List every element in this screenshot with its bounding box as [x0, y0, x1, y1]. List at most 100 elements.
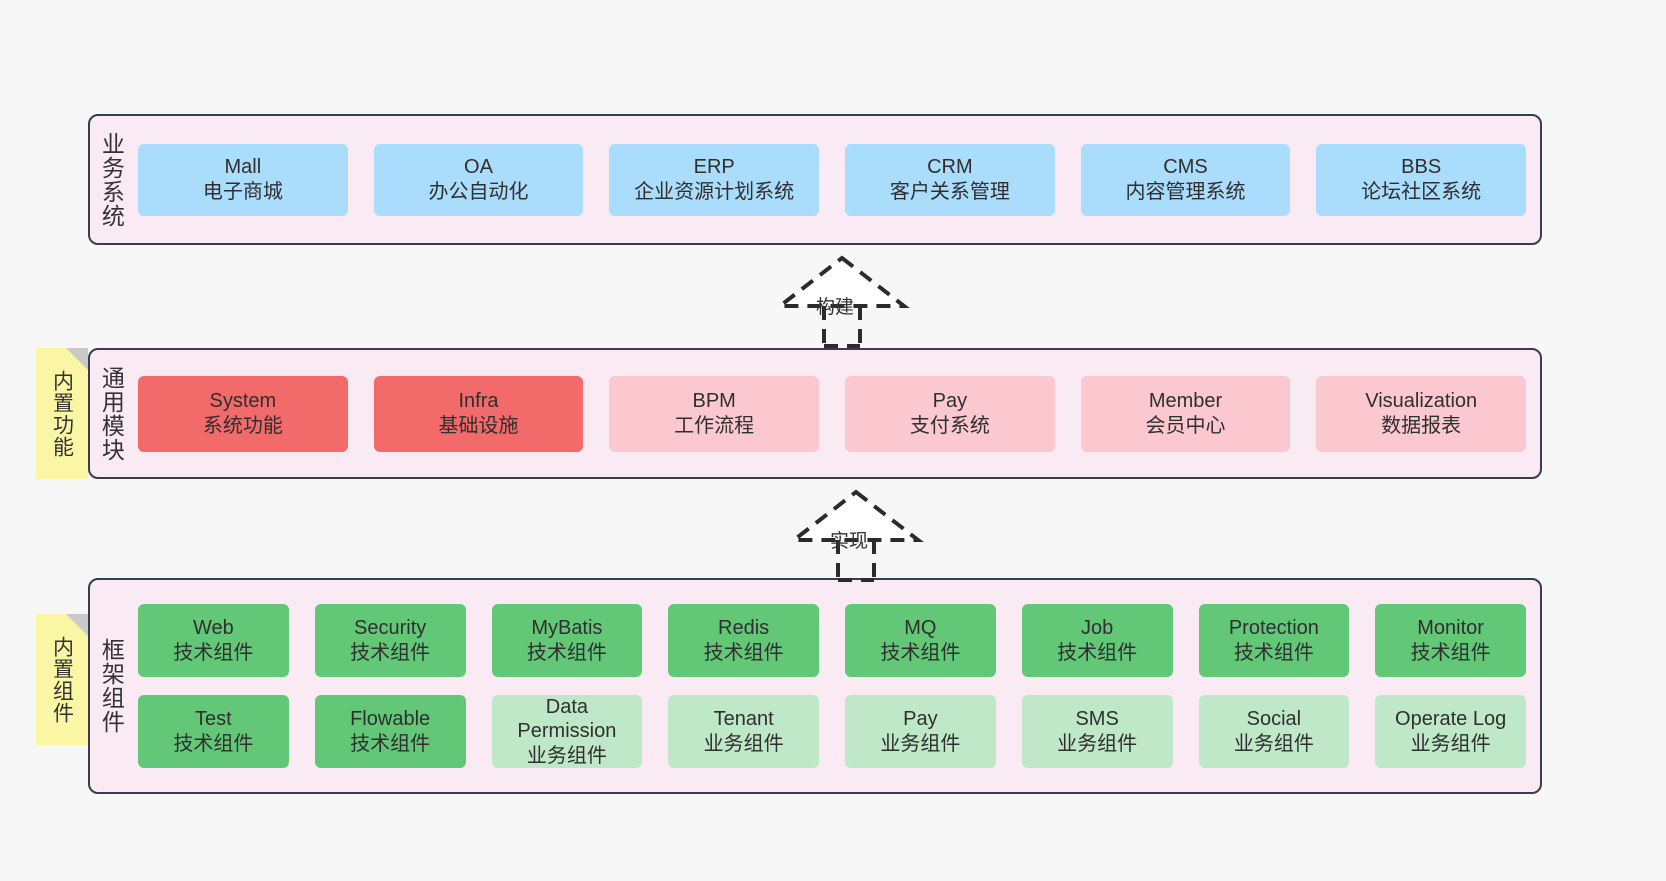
module-card-title: Member — [1148, 390, 1223, 413]
module-card-infra[interactable]: Infra 基础设施 — [373, 375, 584, 452]
module-card-security[interactable]: Security 技术组件 — [314, 604, 466, 677]
module-card-subtitle: 技术组件 — [526, 641, 607, 664]
module-card-bpm[interactable]: BPM 工作流程 — [609, 375, 820, 452]
module-card-subtitle: 数据报表 — [1381, 414, 1462, 437]
module-card-subtitle: 技术组件 — [350, 641, 431, 664]
module-card-title: ERP — [693, 156, 735, 179]
connector-build-label: 构建 — [816, 297, 855, 318]
module-card-system[interactable]: System 系统功能 — [138, 375, 348, 452]
module-card-crm[interactable]: CRM 客户关系管理 — [845, 143, 1055, 216]
module-card-subtitle: 企业资源计划系统 — [634, 180, 795, 203]
module-card-subtitle: 系统功能 — [202, 414, 283, 437]
module-card-tenant[interactable]: Tenant 业务组件 — [668, 695, 819, 768]
layer-business-systems-body: Mall 电子商城 OA 办公自动化 ERP 企业资源计划系统 CRM 客户关系… — [132, 116, 1540, 243]
layer-framework-components-label: 框架组件 — [98, 638, 125, 734]
module-card-mybatis[interactable]: MyBatis 技术组件 — [491, 604, 643, 677]
module-card-bbs[interactable]: BBS 论坛社区系统 — [1316, 143, 1527, 216]
module-card-mall[interactable]: Mall 电子商城 — [138, 143, 348, 216]
layer-common-modules-label: 通用模块 — [98, 365, 125, 462]
module-card-title: BPM — [692, 390, 736, 413]
module-card-subtitle: 业务组件 — [1233, 732, 1314, 755]
module-card-member[interactable]: Member 会员中心 — [1080, 375, 1291, 452]
module-card-subtitle: 技术组件 — [173, 732, 254, 755]
module-card-subtitle: 技术组件 — [1410, 641, 1491, 664]
module-card-subtitle: 技术组件 — [1057, 641, 1138, 664]
module-card-subtitle: 内容管理系统 — [1125, 180, 1246, 203]
module-card-redis[interactable]: Redis 技术组件 — [668, 604, 819, 677]
dashed-hollow-triangle-up-icon — [774, 255, 910, 348]
module-card-mq[interactable]: MQ 技术组件 — [845, 604, 996, 677]
module-card-title: Redis — [718, 617, 770, 640]
module-card-title: Monitor — [1417, 617, 1484, 640]
module-card-title: Pay — [903, 708, 938, 731]
module-card-subtitle: 技术组件 — [1233, 641, 1314, 664]
layer-business-systems-label: 业务系统 — [98, 131, 125, 228]
module-card-title: BBS — [1401, 156, 1442, 179]
connector-build: 构建 — [752, 252, 932, 348]
module-card-pay-business[interactable]: Pay 业务组件 — [845, 695, 996, 768]
module-card-subtitle: 办公自动化 — [428, 180, 529, 203]
module-card-title: OA — [464, 156, 493, 179]
module-card-title: Security — [354, 617, 427, 640]
note-fold-corner-icon — [66, 348, 88, 370]
module-card-subtitle: 基础设施 — [438, 414, 519, 437]
module-card-sms[interactable]: SMS 业务组件 — [1021, 695, 1173, 768]
module-card-subtitle: 客户关系管理 — [889, 180, 1010, 203]
module-card-subtitle: 技术组件 — [703, 641, 784, 664]
module-card-title: Data Permission — [517, 695, 617, 743]
note-builtin-components: 内置组件 — [36, 614, 88, 745]
module-card-cms[interactable]: CMS 内容管理系统 — [1080, 143, 1291, 216]
layer-common-modules-body: System 系统功能 Infra 基础设施 BPM 工作流程 Pay 支付系统… — [132, 350, 1540, 477]
framework-components-row-technical: Web 技术组件 Security 技术组件 MyBatis 技术组件 Redi… — [138, 604, 1526, 677]
module-card-web[interactable]: Web 技术组件 — [138, 604, 289, 677]
module-card-subtitle: 业务组件 — [1057, 732, 1138, 755]
dashed-hollow-triangle-up-icon — [788, 489, 924, 582]
module-card-subtitle: 论坛社区系统 — [1361, 180, 1482, 203]
module-card-monitor[interactable]: Monitor 技术组件 — [1375, 604, 1526, 677]
module-card-title: MQ — [904, 617, 937, 640]
module-card-data-permission[interactable]: Data Permission 业务组件 — [491, 695, 643, 768]
framework-components-row-business: Test 技术组件 Flowable 技术组件 Data Permission … — [138, 695, 1526, 768]
module-card-title: Flowable — [350, 708, 431, 731]
layer-business-systems: 业务系统 Mall 电子商城 OA 办公自动化 ERP 企业资源计划系统 CRM… — [88, 114, 1542, 245]
layer-common-modules: 通用模块 System 系统功能 Infra 基础设施 BPM 工作流程 Pay… — [88, 348, 1542, 479]
layer-framework-components: 框架组件 Web 技术组件 Security 技术组件 MyBatis 技术组件… — [88, 578, 1542, 794]
module-card-operate-log[interactable]: Operate Log 业务组件 — [1375, 695, 1526, 768]
module-card-oa[interactable]: OA 办公自动化 — [373, 143, 584, 216]
module-card-subtitle: 业务组件 — [703, 732, 784, 755]
common-modules-row: System 系统功能 Infra 基础设施 BPM 工作流程 Pay 支付系统… — [138, 375, 1527, 452]
module-card-subtitle: 工作流程 — [674, 414, 755, 437]
module-card-protection[interactable]: Protection 技术组件 — [1198, 604, 1350, 677]
module-card-title: Test — [195, 708, 232, 731]
module-card-title: Protection — [1228, 617, 1319, 640]
note-fold-corner-icon — [66, 614, 88, 636]
module-card-test[interactable]: Test 技术组件 — [138, 695, 289, 768]
module-card-social[interactable]: Social 业务组件 — [1198, 695, 1350, 768]
module-card-title: MyBatis — [531, 617, 603, 640]
module-card-subtitle: 业务组件 — [880, 732, 961, 755]
module-card-title: Pay — [932, 390, 968, 413]
module-card-title: Visualization — [1365, 390, 1478, 413]
module-card-subtitle: 支付系统 — [909, 414, 990, 437]
module-card-title: CMS — [1163, 156, 1208, 179]
module-card-erp[interactable]: ERP 企业资源计划系统 — [609, 143, 820, 216]
module-card-subtitle: 技术组件 — [350, 732, 431, 755]
module-card-title: Web — [192, 617, 234, 640]
module-card-pay[interactable]: Pay 支付系统 — [845, 375, 1055, 452]
module-card-flowable[interactable]: Flowable 技术组件 — [314, 695, 466, 768]
connector-implement-label: 实现 — [830, 531, 869, 552]
module-card-title: CRM — [927, 156, 973, 179]
module-card-title: Mall — [224, 156, 262, 179]
business-systems-row: Mall 电子商城 OA 办公自动化 ERP 企业资源计划系统 CRM 客户关系… — [138, 143, 1527, 216]
layer-framework-components-body: Web 技术组件 Security 技术组件 MyBatis 技术组件 Redi… — [132, 580, 1540, 792]
module-card-job[interactable]: Job 技术组件 — [1021, 604, 1173, 677]
module-card-visualization[interactable]: Visualization 数据报表 — [1316, 375, 1527, 452]
module-card-subtitle: 会员中心 — [1145, 414, 1226, 437]
module-card-title: Operate Log — [1395, 708, 1507, 731]
note-builtin-functions-label: 内置功能 — [50, 369, 74, 458]
module-card-subtitle: 业务组件 — [1410, 732, 1491, 755]
connector-implement: 实现 — [766, 486, 946, 582]
module-card-title: System — [209, 390, 277, 413]
module-card-title: SMS — [1075, 708, 1119, 731]
